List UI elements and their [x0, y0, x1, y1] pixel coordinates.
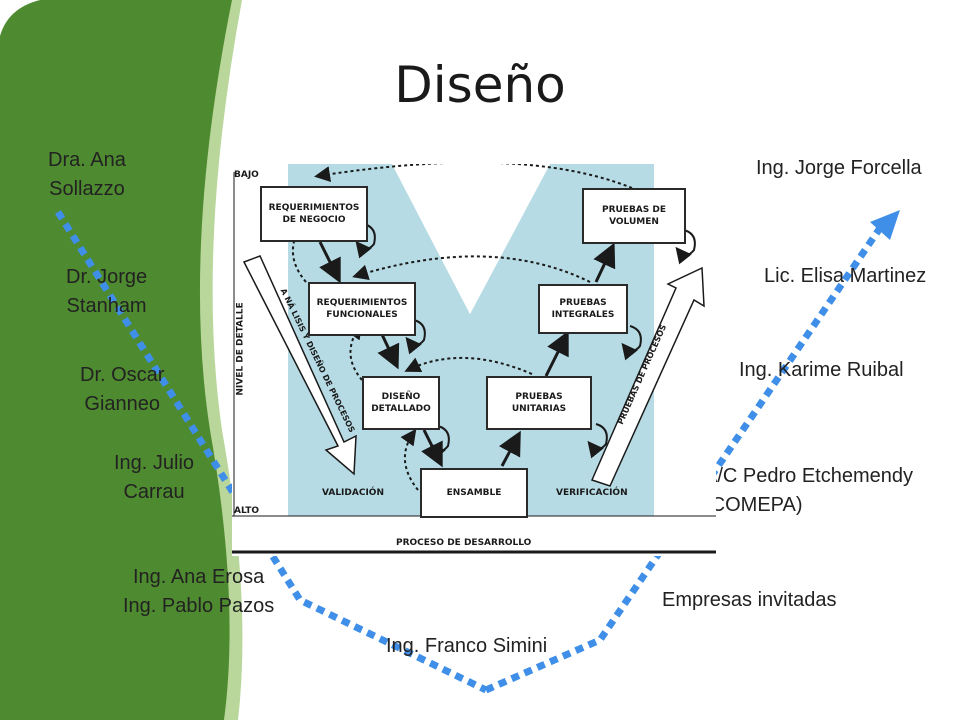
name-pedro-etchemendy: A/C Pedro Etchemendy(COMEPA) [704, 465, 913, 516]
box-requerimientos-funcionales: REQUERIMIENTOS FUNCIONALES [308, 282, 416, 336]
label-nivel-detalle: NIVEL DE DETALLE [235, 302, 246, 396]
label-bajo: BAJO [234, 170, 259, 180]
white-corner [0, 0, 40, 36]
box-pruebas-integrales: PRUEBAS INTEGRALES [538, 284, 628, 334]
name-elisa-martinez: Lic. Elisa Martinez [764, 265, 927, 287]
pruebas-big-arrow [590, 266, 705, 487]
v-model-diagram: BAJO ALTO NIVEL DE DETALLE PROCESO DE DE… [232, 164, 716, 556]
name-franco-simini: Ing. Franco Simini [386, 635, 548, 657]
box-pruebas-volumen: PRUEBAS DE VOLUMEN [582, 188, 686, 244]
name-empresas-invitadas: Empresas invitadas [662, 589, 837, 611]
name-jorge-forcella: Ing. Jorge Forcella [756, 157, 922, 179]
label-validacion: VALIDACIÓN [322, 488, 384, 498]
box-requerimientos-negocio: REQUERIMIENTOS DE NEGOCIO [260, 186, 368, 242]
box-ensamble: ENSAMBLE [420, 468, 528, 518]
label-verificacion: VERIFICACIÓN [556, 488, 628, 498]
dark-green-band [0, 0, 232, 720]
analisis-big-arrow [242, 255, 357, 476]
label-alto: ALTO [234, 506, 260, 516]
name-karime-ruibal: Ing. Karime Ruibal [739, 359, 904, 381]
label-proceso-desarrollo: PROCESO DE DESARROLLO [396, 538, 532, 548]
slide-title: Diseño [394, 56, 566, 114]
box-pruebas-unitarias: PRUEBAS UNITARIAS [486, 376, 592, 430]
dotted-v-left-line [55, 210, 488, 694]
box-diseno-detallado: DISEÑO DETALLADO [362, 376, 440, 430]
v-arrowhead [870, 210, 900, 240]
